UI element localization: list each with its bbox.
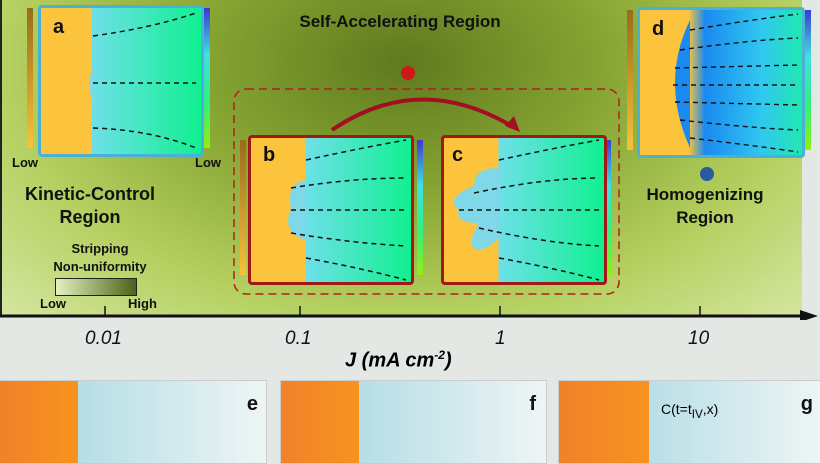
x-axis-ticks: [104, 306, 701, 316]
panel-a-label: a: [53, 16, 65, 38]
formula-subscript: IV: [691, 407, 703, 421]
panel-e: e: [0, 380, 267, 464]
panel-a: a: [38, 5, 204, 157]
colorbar-c-right: [605, 140, 611, 275]
tick-0.1: 0.1: [285, 328, 312, 349]
legend-title-line-1: Stripping: [71, 241, 129, 256]
curved-arrow: [330, 97, 517, 132]
colorbar-d-left: [627, 10, 633, 150]
axis-label-exponent: -2: [434, 348, 445, 362]
panel-b-flux-arrows: [288, 139, 407, 281]
homogenizing-label: Homogenizing Region: [646, 185, 764, 227]
panel-c-label: c: [452, 144, 464, 166]
dashed-box: [233, 88, 620, 295]
legend-high: High: [128, 296, 157, 311]
kinetic-control-line-2: Region: [59, 207, 121, 227]
red-dot: [401, 66, 415, 80]
panel-g-electrode: [559, 381, 649, 463]
formula-text: C(t=t: [661, 401, 692, 417]
legend-gradient: [55, 278, 137, 296]
colorbar-d-right: [805, 10, 811, 150]
tick-1: 1: [495, 328, 506, 349]
colorbar-left: [27, 8, 33, 148]
colorbar-left-low: Low: [12, 155, 38, 170]
colorbar-b-right: [417, 140, 423, 275]
panel-g-label: g: [800, 393, 813, 415]
x-axis-arrowhead: [800, 310, 818, 320]
concentration-formula: C(t=tIV,x): [661, 401, 718, 421]
panel-c-flux-arrows: [454, 139, 600, 281]
panel-e-label: e: [246, 393, 258, 415]
tick-0.01: 0.01: [85, 328, 122, 349]
legend-low: Low: [40, 296, 66, 311]
blue-dot: [700, 167, 714, 181]
self-accelerating-label: Self-Accelerating Region: [299, 12, 501, 31]
tick-10: 10: [688, 328, 710, 349]
colorbar-right-low: Low: [195, 155, 221, 170]
colorbar-b-left: [240, 140, 246, 275]
panel-b-label: b: [263, 144, 276, 166]
kinetic-control-line-1: Kinetic-Control: [25, 184, 155, 204]
panel-f-electrode: [281, 381, 359, 463]
panel-d-label: d: [652, 18, 665, 40]
curved-arrow-head: [505, 116, 520, 132]
panel-f: f: [280, 380, 547, 464]
legend-title-line-2: Non-uniformity: [53, 259, 147, 274]
panel-f-label: f: [529, 393, 536, 415]
flux-arrows: [89, 12, 197, 149]
panel-g: C(t=tIV,x) g: [558, 380, 820, 464]
axis-label-text: J (mA cm: [345, 349, 435, 372]
panel-e-electrode: [0, 381, 78, 463]
axis-label: J (mA cm-2): [345, 348, 452, 373]
panel-d-flux-arrows: [673, 13, 799, 153]
self-acceleration-overlay: [0, 66, 818, 320]
colorbar-right: [204, 8, 210, 148]
panel-d: d: [637, 7, 805, 158]
panel-c: c: [441, 135, 607, 285]
formula-end: ,x): [702, 401, 719, 417]
axis-label-end: ): [444, 349, 452, 372]
panel-b: b: [248, 135, 414, 285]
